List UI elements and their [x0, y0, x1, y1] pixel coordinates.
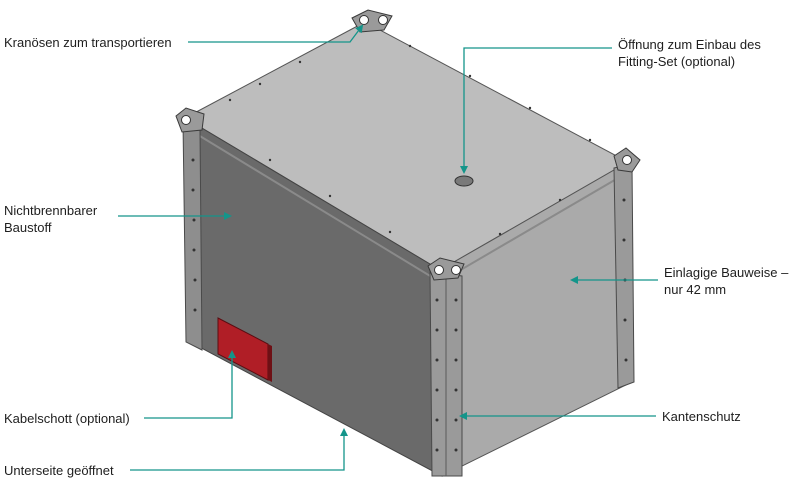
label-crane-eyes: Kranösen zum transportieren [4, 35, 172, 50]
label-single-layer-line2: nur 42 mm [664, 282, 727, 297]
label-opening-line2: Fitting-Set (optional) [618, 54, 736, 69]
crane-eye-right [613, 147, 641, 173]
leader-opening [460, 47, 612, 174]
edge-profile-left [182, 121, 203, 351]
label-opening: Öffnung zum Einbau des Fitting-Set (opti… [618, 36, 761, 70]
crane-eye-top [351, 9, 393, 33]
leader-cable-bulkhead [144, 350, 236, 419]
label-single-layer-line1: Einlagige Bauweise – [664, 265, 789, 280]
edge-profile-right [613, 163, 635, 389]
label-non-combustible: Nichtbrennbarer Baustoff [4, 202, 97, 236]
rivets [191, 44, 628, 452]
leader-lines [118, 24, 658, 471]
label-edge-protection: Kantenschutz [662, 409, 741, 424]
crane-eye-front [427, 257, 465, 281]
leader-open-bottom [130, 428, 348, 471]
fitting-opening [454, 175, 474, 187]
label-single-layer: Einlagige Bauweise – nur 42 mm [664, 264, 788, 298]
label-cable-bulkhead: Kabelschott (optional) [4, 411, 130, 426]
fire-protection-box [175, 9, 641, 477]
crane-eye-left [175, 107, 205, 133]
leader-crane-eyes [188, 24, 364, 43]
label-non-combustible-line1: Nichtbrennbarer [4, 203, 98, 218]
label-open-bottom: Unterseite geöffnet [4, 463, 114, 478]
label-opening-line1: Öffnung zum Einbau des [618, 37, 761, 52]
label-non-combustible-line2: Baustoff [4, 220, 52, 235]
